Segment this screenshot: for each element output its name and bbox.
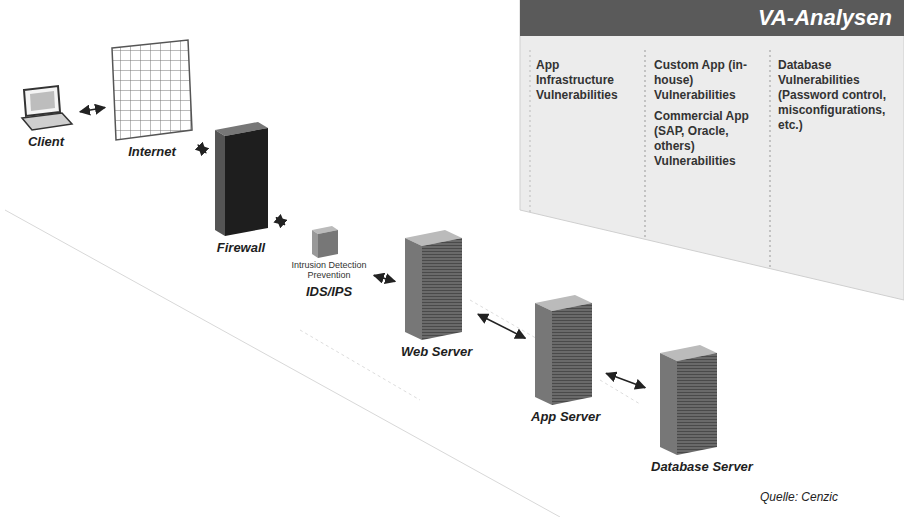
connector-arrow — [478, 314, 525, 338]
internet-node: Internet — [108, 38, 196, 161]
column-text: Database Vulnerabilities (Password contr… — [774, 55, 900, 136]
app-server-rack — [535, 295, 592, 405]
connector-arrow — [276, 218, 284, 225]
ids-box — [312, 226, 338, 258]
device-label: IDS/IPS — [287, 282, 371, 301]
ground-line — [5, 210, 560, 517]
laptop-icon — [22, 86, 72, 130]
icon-space — [528, 291, 603, 407]
ground-line — [300, 300, 640, 404]
analysis-banner: VA-AnalysenApp Infrastructure Vulnerabil… — [520, 0, 904, 176]
device-label: App Server — [528, 407, 603, 426]
device-label: Firewall — [208, 238, 274, 257]
column-text: Commercial App (SAP, Oracle, others) Vul… — [650, 106, 768, 172]
icon-space — [208, 118, 274, 238]
banner-title: VA-Analysen — [520, 0, 904, 36]
web-server-rack — [405, 230, 462, 340]
column-divider — [770, 50, 771, 270]
icon-space — [108, 38, 196, 142]
firewall-node: Firewall — [208, 118, 274, 257]
column-text: App Infrastructure Vulnerabilities — [532, 55, 644, 106]
device-label: Database Server — [648, 457, 756, 476]
analysis-column: Database Vulnerabilities (Password contr… — [774, 55, 900, 136]
connector-arrow — [374, 275, 395, 281]
database-server-node: Database Server — [648, 341, 756, 476]
column-divider — [530, 50, 531, 212]
icon-space — [648, 341, 756, 457]
database-server-rack — [660, 345, 717, 455]
analysis-column: Custom App (in-house) VulnerabilitiesCom… — [650, 55, 768, 172]
analysis-column: App Infrastructure Vulnerabilities — [532, 55, 644, 106]
device-label: Intrusion Detection Prevention — [287, 260, 371, 282]
client-node: Client — [15, 84, 77, 151]
web-server-node: Web Server — [398, 226, 475, 361]
device-label: Internet — [108, 142, 196, 161]
device-label: Client — [15, 132, 77, 151]
column-divider — [645, 50, 646, 238]
connector-arrow — [198, 145, 206, 153]
icon-space — [15, 84, 77, 132]
ids-node: Intrusion Detection PreventionIDS/IPS — [287, 224, 371, 301]
icon-space — [398, 226, 475, 342]
firewall-block — [215, 122, 268, 236]
app-server-node: App Server — [528, 291, 603, 426]
column-text: Custom App (in-house) Vulnerabilities — [650, 55, 768, 106]
device-label: Web Server — [398, 342, 475, 361]
analysis-panel — [520, 0, 904, 300]
connector-arrow — [606, 373, 645, 387]
icon-space — [287, 224, 371, 260]
connector-arrow — [80, 107, 105, 111]
source-note: Quelle: Cenzic — [760, 490, 838, 504]
internet-grid — [112, 40, 192, 140]
